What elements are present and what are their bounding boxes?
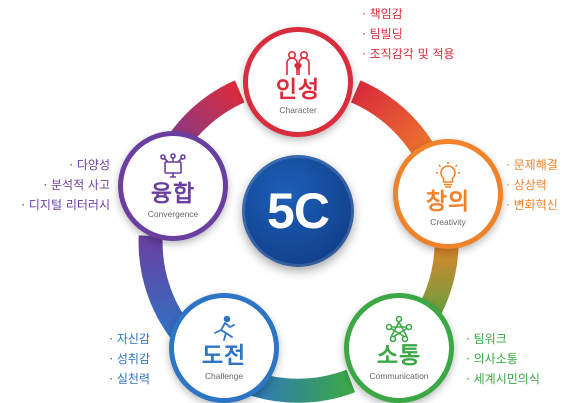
node-title: 소통 — [376, 343, 422, 370]
center-label: 5C — [267, 183, 330, 239]
list-item: 분석적 사고 — [21, 175, 110, 195]
list-item: 조직감각 및 적용 — [362, 44, 455, 64]
network-people-icon — [385, 316, 413, 343]
list-item: 팀워크 — [466, 329, 540, 349]
node-subtitle: Convergence — [147, 208, 199, 219]
list-item: 팀빌딩 — [362, 24, 455, 44]
center-5c-circle: 5C — [242, 155, 354, 267]
node-subtitle: Character — [279, 104, 317, 115]
list-item: 다양성 — [21, 155, 110, 175]
node-creativity: 창의 Creativity — [393, 139, 503, 249]
list-item: 성취감 — [109, 349, 150, 369]
list-item: 세계시민의식 — [466, 369, 540, 389]
list-item: 변화혁신 — [506, 195, 558, 215]
converge-computer-icon — [160, 153, 186, 179]
character-items: 책임감 팀빌딩 조직감각 및 적용 — [362, 4, 455, 64]
challenge-items: 자신감 성취감 실천력 — [109, 329, 150, 389]
node-subtitle: Communication — [369, 370, 429, 381]
list-item: 상상력 — [506, 175, 558, 195]
creativity-items: 문제해결 상상력 변화혁신 — [506, 155, 558, 215]
node-title: 인성 — [275, 77, 321, 104]
lightbulb-icon — [436, 162, 460, 189]
node-title: 도전 — [201, 343, 247, 370]
list-item: 자신감 — [109, 329, 150, 349]
node-title: 융합 — [150, 181, 196, 208]
list-item: 의사소통 — [466, 349, 540, 369]
node-subtitle: Creativity — [430, 216, 466, 227]
list-item: 디지털 리터러시 — [21, 195, 110, 215]
node-challenge: 도전 Challenge — [169, 293, 279, 403]
communication-items: 팀워크 의사소통 세계시민의식 — [466, 329, 540, 389]
list-item: 실천력 — [109, 369, 150, 389]
convergence-items: 다양성 분석적 사고 디지털 리터러시 — [21, 155, 110, 215]
node-character: 인성 Character — [243, 27, 353, 137]
running-person-icon — [214, 316, 235, 342]
node-title: 창의 — [425, 189, 471, 216]
node-convergence: 융합 Convergence — [118, 131, 228, 241]
node-communication: 소통 Communication — [344, 293, 454, 403]
list-item: 문제해결 — [506, 155, 558, 175]
people-heart-icon — [286, 51, 310, 76]
list-item: 책임감 — [362, 4, 455, 24]
node-subtitle: Challenge — [204, 370, 244, 381]
